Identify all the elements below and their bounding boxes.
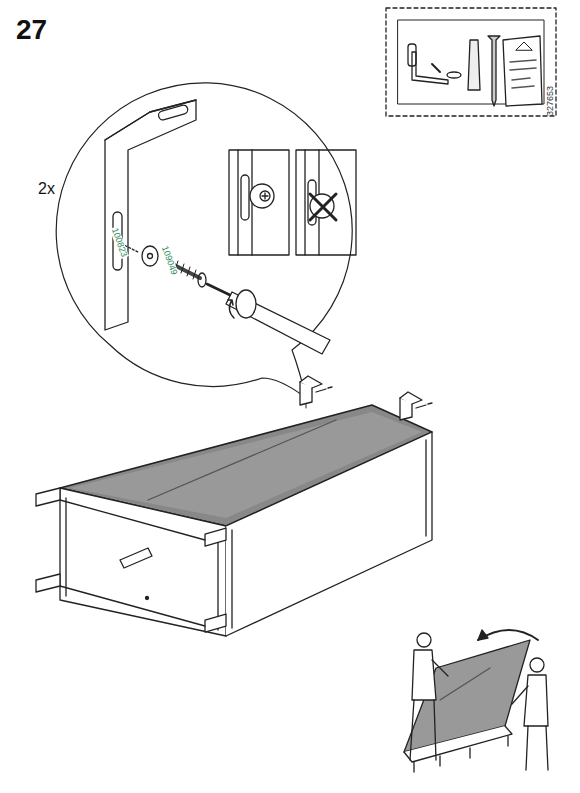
angle-bracket (105, 100, 196, 330)
article-number: 327653 (546, 86, 555, 116)
detail-callout (56, 83, 352, 398)
washer-screw (118, 242, 206, 287)
two-people-tipping (404, 630, 548, 772)
quantity-label: 2x (38, 181, 55, 197)
step-number: 27 (16, 16, 47, 44)
wardrobe-frame (36, 376, 432, 636)
hardware-bag (386, 8, 556, 116)
wrong-view (296, 150, 356, 255)
correct-view (229, 150, 289, 255)
part-number: 109049 (160, 244, 179, 277)
screwdriver (207, 284, 330, 354)
